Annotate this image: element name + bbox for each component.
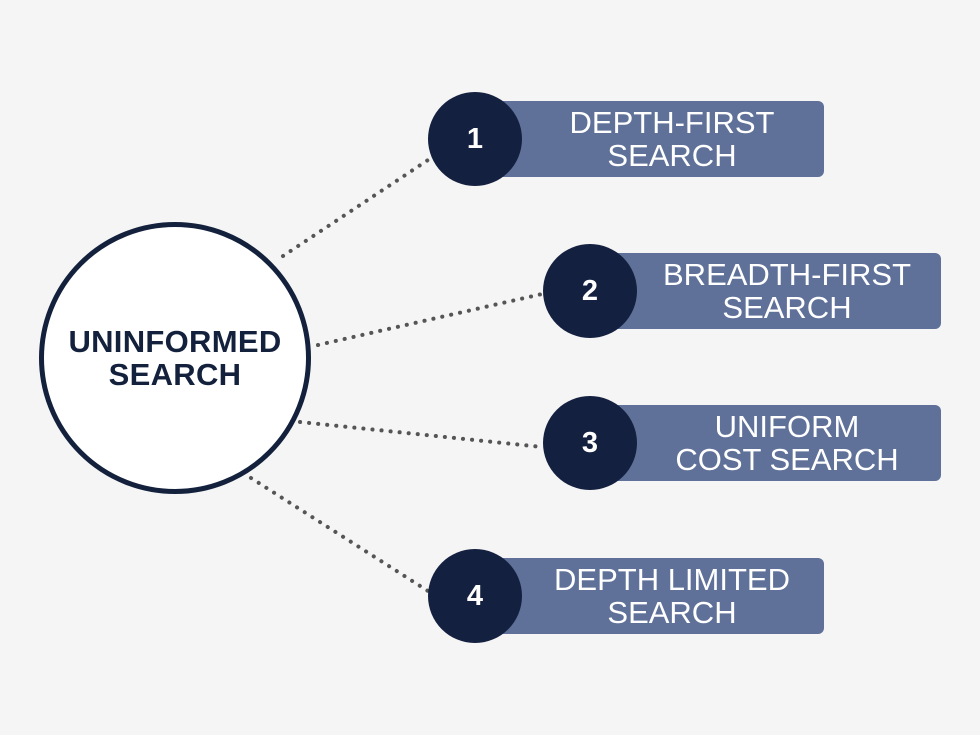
central-node-label: UNINFORMED SEARCH xyxy=(68,324,282,392)
item-2-number: 2 xyxy=(581,274,599,307)
item-2-label: BREADTH-FIRST SEARCH xyxy=(663,257,911,325)
item-3-label: UNIFORM COST SEARCH xyxy=(675,409,899,477)
list-item-depth-first: DEPTH-FIRST SEARCH 1 xyxy=(428,92,824,186)
item-1-label: DEPTH-FIRST SEARCH xyxy=(569,105,775,173)
item-3-bar: UNIFORM COST SEARCH xyxy=(603,405,941,481)
item-1-number: 1 xyxy=(466,122,484,155)
list-item-uniform-cost: UNIFORM COST SEARCH 3 xyxy=(543,396,941,490)
connector-1 xyxy=(281,158,430,258)
list-item-breadth-first: BREADTH-FIRST SEARCH 2 xyxy=(543,244,941,338)
central-node: UNINFORMED SEARCH xyxy=(39,222,311,494)
item-4-label: DEPTH LIMITED SEARCH xyxy=(554,562,790,630)
connector-2 xyxy=(316,292,544,347)
item-3-badge: 3 xyxy=(543,396,637,490)
list-item-depth-limited: DEPTH LIMITED SEARCH 4 xyxy=(428,549,824,643)
item-2-bar: BREADTH-FIRST SEARCH xyxy=(603,253,941,329)
item-4-number: 4 xyxy=(466,579,484,612)
item-2-badge: 2 xyxy=(543,244,637,338)
item-1-bar: DEPTH-FIRST SEARCH xyxy=(488,101,824,177)
item-1-badge: 1 xyxy=(428,92,522,186)
item-4-bar: DEPTH LIMITED SEARCH xyxy=(488,558,824,634)
item-4-badge: 4 xyxy=(428,549,522,643)
connector-4 xyxy=(249,476,430,593)
connector-3 xyxy=(298,420,544,449)
item-3-number: 3 xyxy=(581,426,599,459)
